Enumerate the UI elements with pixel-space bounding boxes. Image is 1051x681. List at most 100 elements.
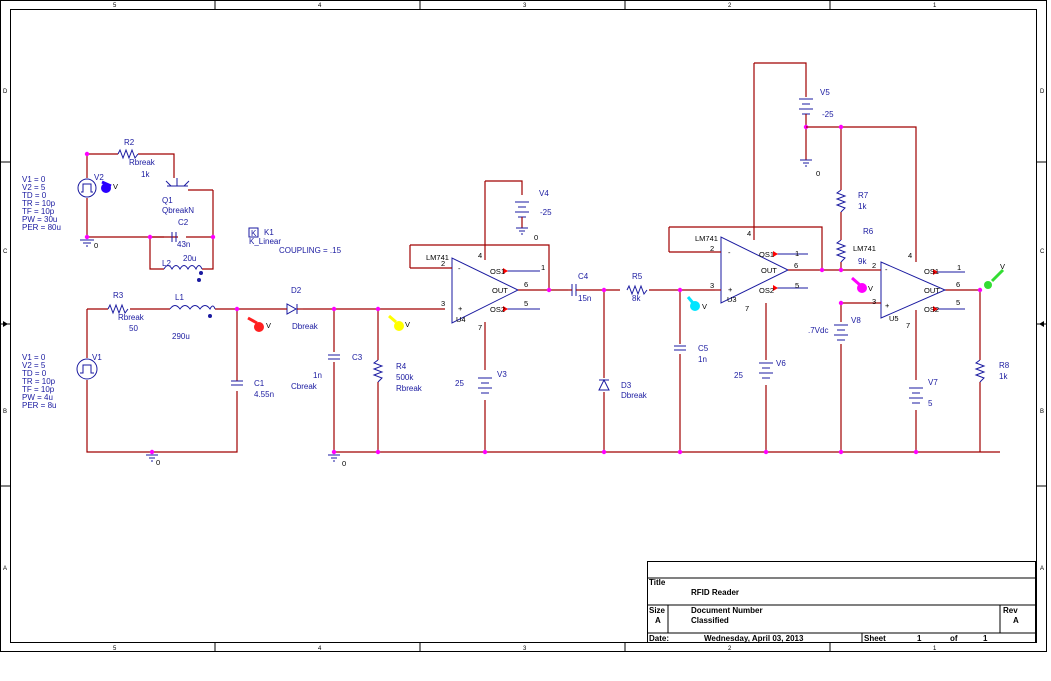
svg-text:C5: C5	[698, 344, 709, 353]
svg-text:5: 5	[928, 399, 933, 408]
svg-text:V: V	[266, 321, 271, 330]
svg-text:3: 3	[441, 299, 445, 308]
detector-section: D2 Dbreak C3 1n Cbreak R4 500k Rbreak 0 …	[285, 286, 1000, 468]
svg-text:7: 7	[478, 323, 482, 332]
svg-text:Size: Size	[649, 606, 666, 615]
svg-text:C4: C4	[578, 272, 589, 281]
svg-text:25: 25	[734, 371, 743, 380]
ground-icon	[328, 454, 340, 462]
svg-text:5: 5	[113, 646, 117, 652]
svg-text:Document Number: Document Number	[691, 606, 763, 615]
svg-text:4.55n: 4.55n	[254, 390, 274, 399]
svg-text:Sheet: Sheet	[864, 634, 886, 643]
svg-text:7: 7	[906, 321, 910, 330]
svg-text:-25: -25	[540, 208, 552, 217]
svg-text:1n: 1n	[313, 371, 322, 380]
svg-text:4: 4	[908, 251, 912, 260]
svg-text:3: 3	[523, 3, 527, 9]
v1-pulse-source-icon	[76, 358, 98, 380]
svg-text:0: 0	[94, 241, 98, 250]
svg-text:Date:: Date:	[649, 634, 669, 643]
comparator-section: R7 1k R6 9k V8 .7Vdc LM741 2 - 3 + 4 7 O…	[806, 124, 1010, 455]
svg-text:A: A	[1013, 616, 1019, 625]
svg-text:7: 7	[745, 304, 749, 313]
opamp-triangle-icon	[880, 261, 947, 319]
r7-resistor-icon	[835, 189, 847, 213]
svg-text:Wednesday, April 03, 2013: Wednesday, April 03, 2013	[704, 634, 804, 643]
svg-text:9k: 9k	[858, 257, 867, 266]
svg-text:D3: D3	[621, 381, 632, 390]
svg-text:5: 5	[113, 3, 117, 9]
svg-text:B: B	[3, 409, 7, 415]
svg-text:OS1: OS1	[759, 250, 774, 259]
svg-text:A: A	[1040, 566, 1044, 572]
svg-text:.7Vdc: .7Vdc	[808, 326, 828, 335]
svg-text:C: C	[3, 249, 8, 255]
svg-text:+: +	[728, 285, 733, 294]
voltage-probe-icon: V	[984, 262, 1005, 289]
svg-text:V4: V4	[539, 189, 549, 198]
svg-text:U4: U4	[456, 315, 466, 324]
v2-param: PW = 30u	[22, 215, 57, 224]
svg-text:15n: 15n	[578, 294, 591, 303]
svg-text:LM741: LM741	[695, 234, 718, 243]
svg-text:OS1: OS1	[490, 267, 505, 276]
svg-text:V: V	[405, 320, 410, 329]
d3-diode-icon	[598, 378, 610, 391]
svg-text:1k: 1k	[141, 170, 150, 179]
v2-param: V2 = 5	[22, 183, 46, 192]
svg-text:0: 0	[816, 169, 820, 178]
svg-text:C1: C1	[254, 379, 265, 388]
svg-text:R5: R5	[632, 272, 643, 281]
svg-text:-25: -25	[822, 110, 834, 119]
svg-text:1k: 1k	[999, 372, 1008, 381]
svg-text:TF = 10p: TF = 10p	[22, 385, 55, 394]
svg-text:Classified: Classified	[691, 616, 729, 625]
svg-text:D: D	[3, 89, 8, 95]
svg-text:B: B	[1040, 409, 1044, 415]
svg-text:2: 2	[441, 259, 445, 268]
c3-capacitor-icon	[328, 354, 340, 360]
v2-param: TR = 10p	[22, 199, 56, 208]
u4-opamp: LM741 2 - 3 + 4 7 OS1 OUT OS2 6 1 5 U4 V…	[409, 180, 568, 455]
svg-text:R6: R6	[863, 227, 874, 236]
svg-text:Dbreak: Dbreak	[292, 322, 319, 331]
svg-text:500k: 500k	[396, 373, 414, 382]
v2-source-section: V2 V1 = 0 V2 = 5 TD = 0 TR = 10p TF = 10…	[22, 138, 216, 282]
sheet-border	[10, 9, 1037, 643]
svg-text:4: 4	[747, 229, 751, 238]
svg-text:3: 3	[872, 297, 876, 306]
svg-text:3: 3	[523, 646, 527, 652]
svg-text:5: 5	[524, 299, 528, 308]
filter-section: C4 15n R5 8k D3 Dbreak C5 1n V	[568, 272, 715, 455]
voltage-probe-icon: V	[686, 296, 707, 311]
v8-battery-icon	[834, 324, 848, 341]
svg-text:K: K	[251, 229, 257, 238]
d2-diode-icon	[285, 303, 303, 315]
svg-text:4: 4	[478, 251, 482, 260]
svg-text:1: 1	[795, 249, 799, 258]
svg-text:OS2: OS2	[924, 305, 939, 314]
svg-text:1: 1	[933, 646, 937, 652]
ground-icon	[80, 239, 94, 247]
r3-resistor-icon	[107, 303, 129, 315]
v2-ref: V2	[94, 173, 104, 182]
v2-param: V1 = 0	[22, 175, 46, 184]
zone-markers: 5 4 3 2 1 5 4 3 2 1 D C B A D C B A	[0, 0, 1047, 652]
svg-text:1: 1	[957, 263, 961, 272]
svg-text:Rbreak: Rbreak	[118, 313, 145, 322]
q1-transistor-icon	[165, 178, 190, 187]
svg-text:0: 0	[534, 233, 538, 242]
v7-battery-icon	[909, 387, 923, 404]
svg-text:1n: 1n	[698, 355, 707, 364]
svg-text:A: A	[655, 616, 661, 625]
svg-text:TR = 10p: TR = 10p	[22, 377, 56, 386]
svg-text:V1: V1	[92, 353, 102, 362]
sheet-frame	[0, 0, 1047, 652]
svg-text:Dbreak: Dbreak	[621, 391, 648, 400]
v1-source-section: V1 V1 = 0 V2 = 5 TD = 0 TR = 10p TF = 10…	[22, 291, 285, 467]
svg-text:20u: 20u	[183, 254, 196, 263]
svg-text:Cbreak: Cbreak	[291, 382, 318, 391]
svg-text:5: 5	[795, 281, 799, 290]
